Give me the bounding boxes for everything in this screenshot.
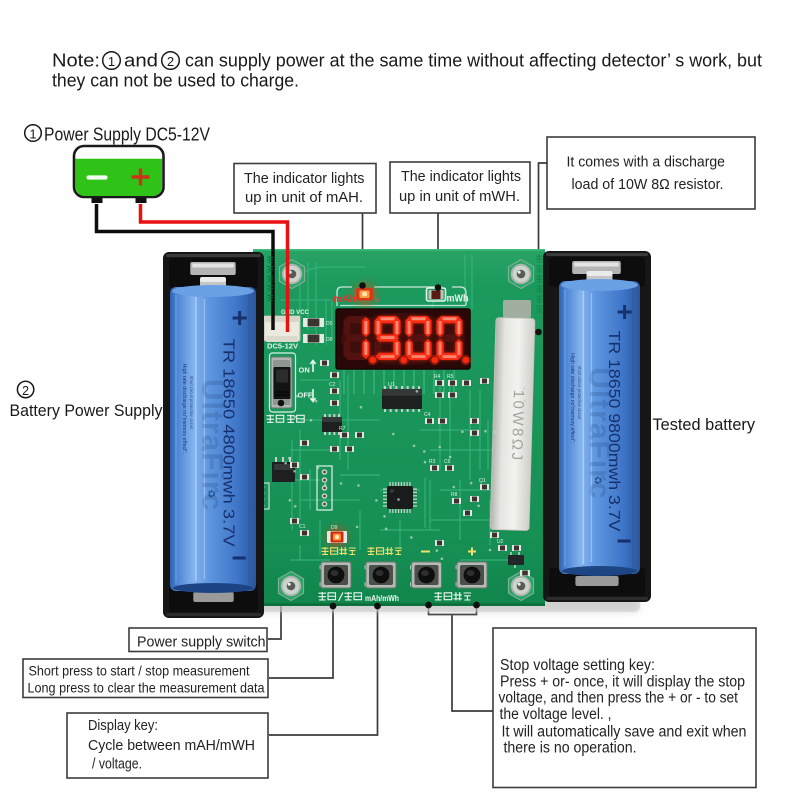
svg-text:GND VCC: GND VCC	[281, 309, 309, 316]
svg-text:OFF: OFF	[298, 391, 313, 400]
svg-text:C4: C4	[424, 412, 431, 418]
svg-text:UltraFirc: UltraFirc	[196, 379, 229, 511]
svg-text:Note:: Note:	[52, 50, 100, 71]
svg-text:Press + or- once, it will disp: Press + or- once, it will display the st…	[500, 673, 745, 690]
svg-text:High rate discharge no”memory: High rate discharge no”memory effect”.	[181, 364, 187, 454]
svg-text:The indicator lights: The indicator lights	[401, 168, 521, 185]
svg-text:High rate discharge no”memory: High rate discharge no”memory effect”.	[569, 353, 575, 443]
svg-text:up in unit of mAH.: up in unit of mAH.	[245, 189, 363, 206]
svg-text:R8: R8	[451, 492, 458, 498]
svg-text:D6: D6	[326, 337, 333, 343]
svg-text:UltraFirc: UltraFirc	[583, 367, 616, 499]
svg-text:Short press to start / stop me: Short press to start / stop measurement	[29, 662, 250, 678]
svg-text:The indicator lights: The indicator lights	[244, 170, 365, 187]
svg-text:mAh/mWh: mAh/mWh	[365, 593, 399, 603]
svg-text:up in unit of mWH.: up in unit of mWH.	[399, 188, 520, 205]
svg-text:1: 1	[29, 127, 36, 142]
svg-text:It comes with a discharge: It comes with a discharge	[567, 154, 726, 171]
svg-text:s: s	[375, 294, 380, 304]
svg-text:U2: U2	[497, 539, 504, 545]
svg-text:♻: ♻	[592, 476, 603, 485]
svg-text:C2: C2	[329, 382, 336, 388]
svg-text:R3: R3	[429, 459, 436, 465]
svg-text:DC5-12V: DC5-12V	[267, 342, 298, 351]
svg-text:C1: C1	[299, 524, 306, 530]
svg-text:mWh: mWh	[447, 293, 469, 305]
svg-text:R4: R4	[434, 374, 441, 380]
svg-text:D9: D9	[331, 525, 338, 531]
svg-text:ON: ON	[299, 366, 310, 375]
svg-text:R7: R7	[339, 426, 346, 432]
svg-text:U1: U1	[388, 382, 395, 388]
svg-text:Tested battery: Tested battery	[653, 416, 756, 434]
svg-text:1: 1	[108, 54, 115, 69]
svg-text:Short circuit protection circu: Short circuit protection circuit	[189, 376, 194, 431]
svg-text:Q1: Q1	[479, 478, 486, 484]
svg-text:and: and	[124, 50, 158, 71]
svg-text:they can not be used to charge: they can not be used to charge.	[52, 70, 299, 91]
svg-text:♻: ♻	[205, 489, 216, 498]
svg-text:the voltage level. ,: the voltage level. ,	[500, 706, 612, 723]
svg-text:Battery Power Supply: Battery Power Supply	[10, 402, 164, 420]
svg-text:Stop voltage setting key:: Stop voltage setting key:	[500, 657, 655, 674]
svg-text:there is no operation.: there is no operation.	[504, 740, 637, 757]
svg-text:It will automatically save and: It will automatically save and exit when	[502, 723, 747, 740]
svg-text:can supply power at the same t: can supply power at the same time withou…	[185, 50, 762, 71]
svg-text:Cycle between mAH/mWH: Cycle between mAH/mWH	[88, 737, 255, 754]
svg-text:2: 2	[22, 384, 29, 398]
svg-text:TR 18650 9800mwh 3.7V: TR 18650 9800mwh 3.7V	[605, 331, 622, 532]
svg-text:Display key:: Display key:	[88, 717, 158, 734]
svg-text:10W8ΩJ: 10W8ΩJ	[508, 389, 527, 462]
svg-text:/ voltage.: / voltage.	[92, 756, 142, 773]
svg-text:load of 10W 8Ω resistor.: load of 10W 8Ω resistor.	[572, 176, 724, 193]
svg-text:Power Supply DC5-12V: Power Supply DC5-12V	[44, 124, 211, 145]
svg-text:D5: D5	[326, 321, 333, 327]
svg-text:Long press to clear the measur: Long press to clear the measurement data	[28, 680, 265, 696]
svg-text:mAh: mAh	[333, 293, 356, 305]
svg-text:voltage, and then press the +: voltage, and then press the + or - to se…	[499, 690, 739, 707]
svg-text:2: 2	[167, 54, 174, 69]
svg-text:Short circuit protection circu: Short circuit protection circuit	[577, 365, 582, 420]
svg-text:TR 18650 4800mwh 3.7V: TR 18650 4800mwh 3.7V	[219, 339, 236, 547]
svg-text:R5: R5	[447, 374, 454, 380]
svg-text:C6: C6	[444, 459, 451, 465]
svg-text:Power supply switch: Power supply switch	[137, 634, 266, 651]
